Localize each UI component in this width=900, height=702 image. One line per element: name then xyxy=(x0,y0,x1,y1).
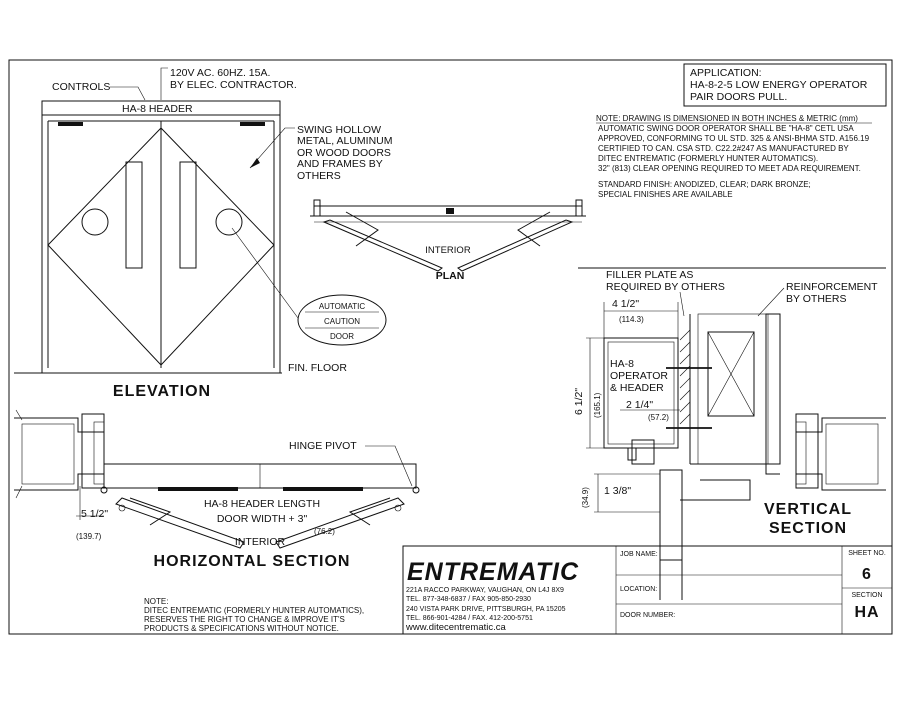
caution-line: DOOR xyxy=(330,332,354,341)
dim-left-mm: (139.7) xyxy=(76,532,102,541)
bottom-note: NOTE: DITEC ENTREMATIC (FORMERLY HUNTER … xyxy=(144,597,364,633)
application-box: APPLICATION: HA-8-2-5 LOW ENERGY OPERATO… xyxy=(683,63,887,107)
job-name-label: JOB NAME: xyxy=(620,551,658,558)
finish-line: SPECIAL FINISHES ARE AVAILABLE xyxy=(598,190,733,199)
dim-bottom-inches: 1 3/8" xyxy=(604,485,631,497)
finish-line: STANDARD FINISH: ANODIZED, CLEAR; DARK B… xyxy=(598,180,811,189)
plan-interior-label: INTERIOR xyxy=(425,245,471,256)
sheet-no-value: 6 xyxy=(862,566,872,583)
address-line: TEL. 866-901-4284 / FAX. 412-200-5751 xyxy=(406,615,533,622)
elevation-view: 120V AC. 60HZ. 15A. BY ELEC. CONTRACTOR.… xyxy=(14,67,392,400)
dim-height-inches: 6 1/2" xyxy=(573,388,585,415)
swing-line: AND FRAMES BY xyxy=(297,158,383,170)
hs-interior-label: INTERIOR xyxy=(235,536,286,548)
website-link: www.ditecentrematic.ca xyxy=(405,622,507,633)
note-line: 32" (813) CLEAR OPENING REQUIRED TO MEET… xyxy=(598,164,861,173)
filler-line: REQUIRED BY OTHERS xyxy=(606,281,725,293)
title-block: ENTREMATIC 221A RACCO PARKWAY, VAUGHAN, … xyxy=(402,545,893,635)
filler-line: FILLER PLATE AS xyxy=(606,269,693,281)
reinforcement-line: REINFORCEMENT xyxy=(786,281,878,293)
address-line: 221A RACCO PARKWAY, VAUGHAN, ON L4J 8X9 xyxy=(406,587,564,594)
bottom-note-line: NOTE: xyxy=(144,597,168,606)
swing-line: METAL, ALUMINUM xyxy=(297,135,392,147)
section-label: SECTION xyxy=(851,592,882,599)
swing-line: OR WOOD DOORS xyxy=(297,147,391,159)
vertical-title-line2: SECTION xyxy=(769,520,847,537)
plan-view: INTERIOR PLAN xyxy=(310,199,586,282)
operator-line: HA-8 xyxy=(610,358,634,370)
dim-top-inches: 4 1/2" xyxy=(612,298,639,310)
floor-label: FIN. FLOOR xyxy=(288,362,347,374)
dim-bottom-mm: (34.9) xyxy=(581,487,590,508)
dim-top-mm: (114.3) xyxy=(619,315,644,324)
dim-height-mm: (165.1) xyxy=(593,392,602,418)
bottom-note-line: DITEC ENTREMATIC (FORMERLY HUNTER AUTOMA… xyxy=(144,606,364,615)
bottom-note-line: PRODUCTS & SPECIFICATIONS WITHOUT NOTICE… xyxy=(144,624,339,633)
note-line: CERTIFIED TO CAN. CSA STD. C22.2#247 AS … xyxy=(598,144,849,153)
note-line: AUTOMATIC SWING DOOR OPERATOR SHALL BE "… xyxy=(598,124,854,133)
address-line: 240 VISTA PARK DRIVE, PITTSBURGH, PA 152… xyxy=(406,606,566,613)
horizontal-section-title: HORIZONTAL SECTION xyxy=(154,553,351,570)
note-line: DITEC ENTREMATIC (FORMERLY HUNTER AUTOMA… xyxy=(598,154,818,163)
section-value: HA xyxy=(854,604,879,621)
company-logo: ENTREMATIC xyxy=(407,558,579,586)
plan-title: PLAN xyxy=(436,270,465,282)
hinge-pivot-label: HINGE PIVOT xyxy=(289,440,357,452)
note-line: APPROVED, CONFORMING TO UL STD. 325 & AN… xyxy=(598,134,870,143)
vertical-section-view: FILLER PLATE AS REQUIRED BY OTHERS REINF… xyxy=(573,267,886,600)
operator-line: OPERATOR xyxy=(610,370,668,382)
power-line2: BY ELEC. CONTRACTOR. xyxy=(170,79,297,91)
address-line: TEL. 877-348-6837 / FAX 905-850-2930 xyxy=(406,596,531,603)
caution-decal-callout xyxy=(297,294,387,346)
dim-mid-mm: (57.2) xyxy=(648,413,669,422)
horizontal-section-view: 5 1/2" (139.7) (76.2) HA-8 HEADER LENGTH… xyxy=(14,409,886,570)
application-line1: HA-8-2-5 LOW ENERGY OPERATOR xyxy=(690,79,868,91)
caution-line: AUTOMATIC xyxy=(319,302,366,311)
header-label: HA-8 HEADER xyxy=(122,103,193,115)
swing-line: SWING HOLLOW xyxy=(297,124,381,136)
reinforcement-line: BY OTHERS xyxy=(786,293,847,305)
dimension-note: NOTE: DRAWING IS DIMENSIONED IN BOTH INC… xyxy=(596,114,858,123)
vertical-title-line1: VERTICAL xyxy=(764,501,852,518)
swing-line: OTHERS xyxy=(297,170,341,182)
operator-line: & HEADER xyxy=(610,382,664,394)
controls-label: CONTROLS xyxy=(52,81,110,93)
dim-right-mm: (76.2) xyxy=(314,527,335,536)
door-number-label: DOOR NUMBER: xyxy=(620,612,675,619)
bottom-note-line: RESERVES THE RIGHT TO CHANGE & IMPROVE I… xyxy=(144,615,345,624)
general-notes: NOTE: DRAWING IS DIMENSIONED IN BOTH INC… xyxy=(596,114,872,199)
application-line2: PAIR DOORS PULL. xyxy=(690,91,787,103)
application-label: APPLICATION: xyxy=(690,67,762,79)
dim-left-inches: 5 1/2" xyxy=(81,508,108,520)
caution-line: CAUTION xyxy=(324,317,360,326)
door-width-label: DOOR WIDTH + 3" xyxy=(217,513,308,525)
sheet-no-label: SHEET NO. xyxy=(848,550,886,557)
power-line1: 120V AC. 60HZ. 15A. xyxy=(170,67,270,79)
location-label: LOCATION: xyxy=(620,586,657,593)
header-length-label: HA-8 HEADER LENGTH xyxy=(204,498,320,510)
elevation-title: ELEVATION xyxy=(113,383,211,400)
dim-mid-inches: 2 1/4" xyxy=(626,399,653,411)
